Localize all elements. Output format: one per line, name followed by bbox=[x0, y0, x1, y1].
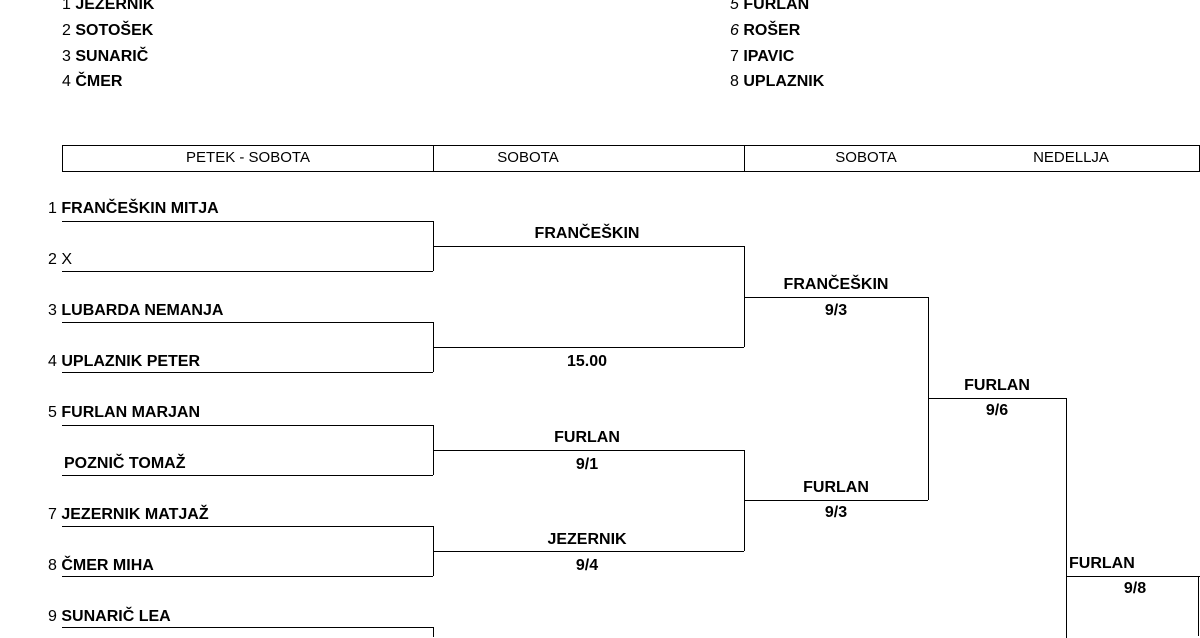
match-winner: JEZERNIK bbox=[547, 531, 627, 548]
player-entry: 1 FRANČEŠKIN MITJA bbox=[48, 200, 219, 217]
match-score: 9/4 bbox=[575, 557, 599, 574]
player-entry: 8 ČMER MIHA bbox=[48, 557, 154, 574]
player-entry: 7 JEZERNIK MATJAŽ bbox=[48, 506, 209, 523]
match-score: 9/3 bbox=[824, 504, 848, 521]
seed-item: 2 SOTOŠEK bbox=[62, 22, 154, 39]
header-cell: SOBOTA bbox=[497, 149, 559, 166]
player-entry: 5 FURLAN MARJAN bbox=[48, 404, 201, 421]
seed-item: 7 IPAVIC bbox=[730, 48, 795, 65]
match-score: 9/8 bbox=[1123, 580, 1147, 597]
match-winner: FURLAN bbox=[554, 429, 620, 446]
header-cell: SOBOTA bbox=[835, 149, 897, 166]
player-entry: 9 SUNARIČ LEA bbox=[48, 608, 171, 625]
match-score: 15.00 bbox=[566, 353, 608, 370]
seed-item: 6 ROŠER bbox=[730, 22, 801, 39]
player-entry: 3 LUBARDA NEMANJA bbox=[48, 302, 224, 319]
header-cell: NEDELLJA bbox=[1033, 149, 1109, 166]
player-entry: POZNIČ TOMAŽ bbox=[64, 455, 186, 472]
schedule-header: PETEK - SOBOTA SOBOTA SOBOTA NEDELLJA bbox=[62, 145, 1200, 172]
match-score: 9/3 bbox=[824, 302, 848, 319]
match-score: 9/1 bbox=[575, 456, 599, 473]
match-score: 9/6 bbox=[985, 402, 1009, 419]
match-winner: FURLAN bbox=[803, 479, 869, 496]
seed-item: 5 FURLAN bbox=[730, 0, 810, 13]
match-winner: FURLAN bbox=[1069, 555, 1135, 572]
player-entry: 2 X bbox=[48, 251, 73, 268]
player-entry: 4 UPLAZNIK PETER bbox=[48, 353, 201, 370]
match-winner: FURLAN bbox=[964, 377, 1030, 394]
seed-item: 4 ČMER bbox=[62, 73, 123, 90]
match-winner: FRANČEŠKIN bbox=[783, 276, 889, 293]
seed-item: 8 UPLAZNIK bbox=[730, 73, 825, 90]
match-winner: FRANČEŠKIN bbox=[534, 225, 640, 242]
header-cell: PETEK - SOBOTA bbox=[186, 149, 310, 166]
seed-item: 3 SUNARIČ bbox=[62, 48, 149, 65]
seed-item: 1 JEZERNIK bbox=[62, 0, 155, 13]
